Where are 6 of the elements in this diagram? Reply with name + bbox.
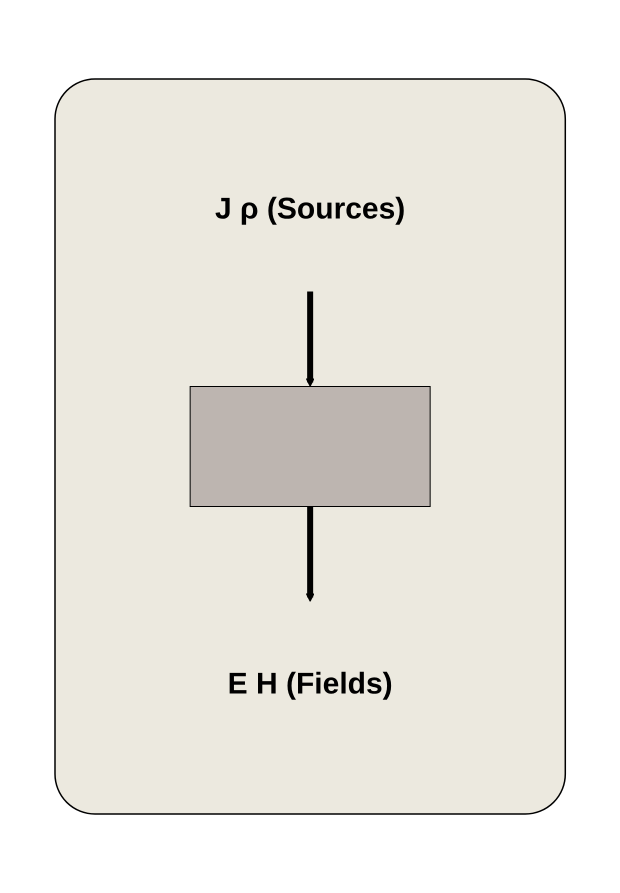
arrow [306, 292, 314, 387]
node-text: E H (Fields) [227, 668, 392, 700]
node-text: J ρ (Sources) [214, 192, 406, 226]
arrow [306, 506, 314, 602]
cluster [54, 78, 566, 815]
node-box [190, 386, 430, 507]
